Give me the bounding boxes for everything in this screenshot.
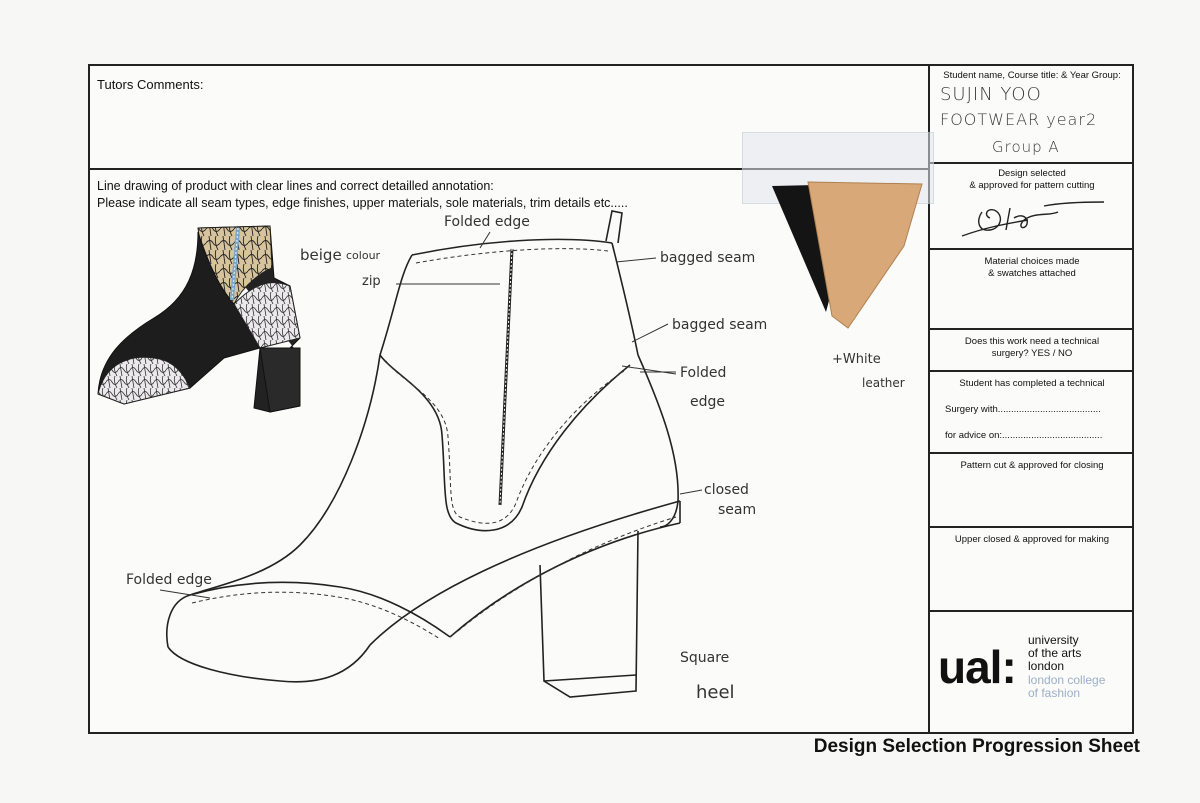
ual-logo: ual: — [938, 641, 1017, 693]
colour-illustration — [97, 225, 301, 413]
annotation-bagged-seam-1: bagged seam — [660, 250, 756, 266]
college-name: london college of fashion — [1028, 674, 1105, 700]
annotation-square-heel-2: heel — [696, 682, 735, 703]
year-group: Group A — [992, 138, 1060, 156]
surgery-completed-label: Student has completed a technical — [959, 378, 1105, 389]
pattern-cut-box: Pattern cut & approved for closing — [930, 454, 1134, 528]
annotation-folded-edge-top: Folded edge — [444, 214, 530, 230]
surgery-with-field: Surgery with............................… — [945, 404, 1101, 415]
upper-closed-box: Upper closed & approved for making — [930, 528, 1134, 612]
annotation-closed-seam-1: closed — [704, 482, 749, 498]
tutor-signature — [961, 201, 1105, 237]
annotation-colour: colour — [346, 249, 381, 262]
advice-on-field: for advice on:..........................… — [945, 430, 1103, 441]
design-selected-box: Design selected & approved for pattern c… — [930, 164, 1134, 250]
annotation-folded-edge-left: Folded edge — [126, 572, 212, 588]
student-info-box: Student name, Course title: & Year Group… — [930, 66, 1134, 164]
materials-label: Material choices made & swatches attache… — [984, 256, 1080, 279]
student-info-label: Student name, Course title: & Year Group… — [943, 70, 1121, 81]
annotation-bagged-seam-2: bagged seam — [672, 317, 768, 333]
student-name: SUJIN YOO — [940, 84, 1042, 105]
university-line-3: london — [1028, 659, 1065, 673]
materials-box: Material choices made & swatches attache… — [930, 250, 1134, 330]
annotation-folded-right-1: Folded — [680, 365, 727, 381]
annotation-beige: beige — [300, 246, 342, 264]
university-name: university of the arts london — [1028, 634, 1081, 673]
college-line-1: london college — [1028, 673, 1106, 687]
college-line-2: of fashion — [1028, 686, 1081, 700]
annotation-zip: zip — [362, 274, 381, 289]
annotation-folded-right-2: edge — [690, 394, 725, 410]
university-line-2: of the arts — [1028, 646, 1082, 660]
material-swatches — [772, 181, 923, 329]
course-title: FOOTWEAR year2 — [940, 110, 1098, 129]
annotation-white-leather-2: leather — [862, 376, 905, 390]
university-line-1: university — [1028, 633, 1079, 647]
sheet-title: Design Selection Progression Sheet — [813, 736, 1140, 757]
annotation-square-heel-1: Square — [680, 650, 730, 666]
instructions-line-2: Please indicate all seam types, edge fin… — [97, 196, 628, 210]
technical-surgery-label: Does this work need a technical surgery?… — [964, 336, 1100, 359]
tutors-comments-label: Tutors Comments: — [97, 77, 204, 92]
instructions-line-1: Line drawing of product with clear lines… — [97, 179, 494, 193]
upper-closed-label: Upper closed & approved for making — [954, 534, 1110, 545]
design-selected-label: Design selected & approved for pattern c… — [969, 168, 1095, 191]
logo-box: ual: university of the arts london londo… — [930, 612, 1134, 732]
technical-surgery-box: Does this work need a technical surgery?… — [930, 330, 1134, 372]
annotation-white-leather-1: +White — [832, 352, 881, 367]
annotation-closed-seam-2: seam — [718, 502, 757, 518]
drawing-area: Line drawing of product with clear lines… — [90, 170, 928, 736]
tutors-comments-box: Tutors Comments: — [90, 66, 928, 170]
approval-column: Student name, Course title: & Year Group… — [928, 66, 1134, 732]
pattern-cut-label: Pattern cut & approved for closing — [960, 460, 1104, 471]
surgery-completed-box: Student has completed a technical Surger… — [930, 372, 1134, 454]
drawing-instructions: Line drawing of product with clear lines… — [97, 178, 927, 212]
boot-line-drawing — [166, 210, 681, 698]
